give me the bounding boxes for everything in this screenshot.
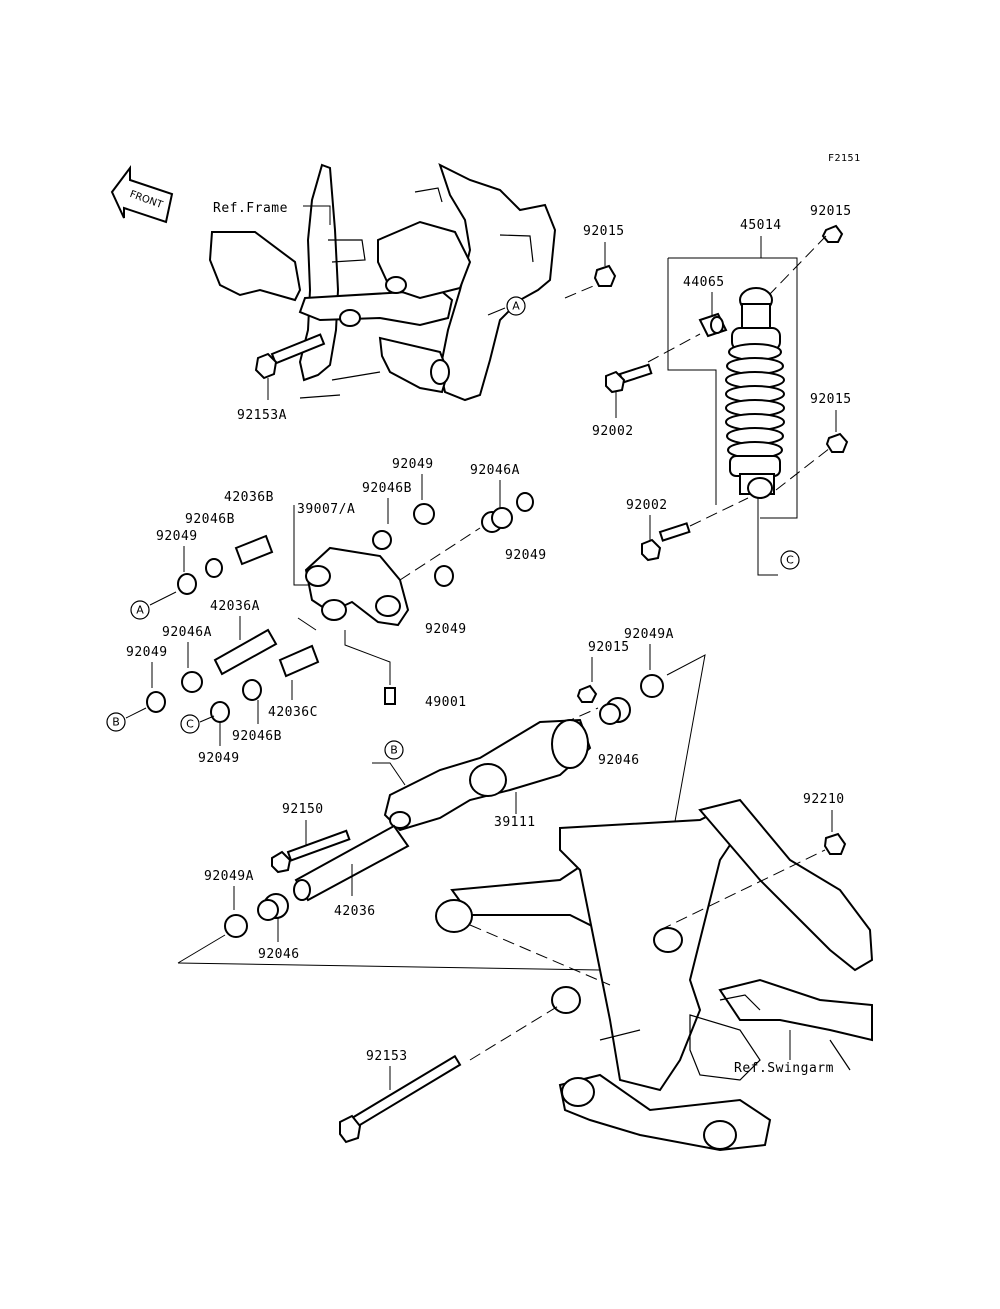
label-92210: 92210 xyxy=(803,792,845,807)
sleeve-42036 xyxy=(293,824,410,902)
label-92049-left: 92049 xyxy=(156,529,198,544)
label-92002-lower: 92002 xyxy=(626,498,668,513)
label-92049A-lower: 92049A xyxy=(204,869,254,884)
svg-text:B: B xyxy=(390,744,398,757)
label-92046B-left: 92046B xyxy=(185,512,235,527)
figure-code: F2151 xyxy=(828,153,861,164)
svg-text:A: A xyxy=(512,300,520,313)
label-92153: 92153 xyxy=(366,1049,408,1064)
label-42036B: 42036B xyxy=(224,490,274,505)
ref-tag-b-left xyxy=(106,712,126,732)
label-45014: 45014 xyxy=(740,218,782,233)
bolt-92002-lower xyxy=(641,522,691,562)
grease-nipple-49001 xyxy=(384,687,396,705)
seal-92049-far-left xyxy=(146,691,166,713)
label-92046-lower: 92046 xyxy=(258,947,300,962)
ref-tag-b-center xyxy=(384,740,404,760)
bearing-92046A-top xyxy=(481,507,513,533)
label-39111: 39111 xyxy=(494,815,536,830)
svg-text:B: B xyxy=(112,716,120,729)
bolt-92150 xyxy=(271,829,351,874)
label-92049-top: 92049 xyxy=(392,457,434,472)
label-92015-top-left: 92015 xyxy=(583,224,625,239)
bolt-92153A xyxy=(254,333,326,400)
bearing-92046B-lower xyxy=(242,679,262,701)
label-92049-far-left: 92049 xyxy=(126,645,168,660)
nut-92015-d xyxy=(576,684,598,703)
spacer-42036A xyxy=(213,628,278,676)
ref-swingarm-label: Ref.Swingarm xyxy=(734,1061,834,1076)
rocker-39111 xyxy=(383,718,592,832)
ref-tag-a-left xyxy=(130,600,150,620)
nut-92015-c xyxy=(825,432,849,453)
spacer-44065 xyxy=(698,312,728,338)
label-92015-lower: 92015 xyxy=(588,640,630,655)
ref-tag-a-top xyxy=(506,296,526,316)
seal-92049-left xyxy=(177,573,197,595)
ring-92049A-top xyxy=(640,674,664,698)
bearing-92046-lower xyxy=(257,893,289,921)
label-42036C: 42036C xyxy=(268,705,318,720)
label-42036A: 42036A xyxy=(210,599,260,614)
label-92046B-top: 92046B xyxy=(362,481,412,496)
spacer-42036C xyxy=(278,644,320,678)
bearing-92046B-left xyxy=(205,558,223,578)
label-92015-top-right: 92015 xyxy=(810,204,852,219)
label-39007A: 39007/A xyxy=(297,502,355,517)
spacer-42036B xyxy=(234,534,274,566)
shock-absorber-45014 xyxy=(725,287,785,499)
label-92046-upper: 92046 xyxy=(598,753,640,768)
seal-92049-lower xyxy=(210,701,230,723)
seal-92049-rocker-right xyxy=(434,565,454,587)
label-92049-lower: 92049 xyxy=(198,751,240,766)
ref-tag-c-left xyxy=(180,714,200,734)
svg-text:C: C xyxy=(786,554,794,567)
bearing-92046B-top xyxy=(372,530,392,550)
seal-92049-top xyxy=(413,503,435,525)
bolt-92153 xyxy=(339,1054,462,1144)
bolt-92002-upper xyxy=(605,363,653,418)
nut-92210 xyxy=(823,832,847,855)
nut-92015-b xyxy=(821,224,844,243)
label-92002-upper: 92002 xyxy=(592,424,634,439)
rocker-arm-39007A xyxy=(304,546,410,627)
label-92015-mid-right: 92015 xyxy=(810,392,852,407)
svg-text:C: C xyxy=(186,718,194,731)
label-92153A: 92153A xyxy=(237,408,287,423)
bearing-92046-upper xyxy=(599,697,631,725)
bearing-92046A-left xyxy=(181,671,203,693)
svg-text:A: A xyxy=(136,604,144,617)
label-92049-rocker: 92049 xyxy=(425,622,467,637)
label-92046B-lower: 92046B xyxy=(232,729,282,744)
front-arrow-icon: FRONT xyxy=(110,165,174,224)
label-92150: 92150 xyxy=(282,802,324,817)
frame-drawing xyxy=(208,163,557,402)
ref-tag-c-right xyxy=(780,550,800,570)
nut-92015-a xyxy=(593,264,617,287)
ref-frame-label: Ref.Frame xyxy=(213,201,288,216)
label-92049-right: 92049 xyxy=(505,548,547,563)
swingarm-drawing xyxy=(435,798,874,1152)
label-44065: 44065 xyxy=(683,275,725,290)
label-92046A-top: 92046A xyxy=(470,463,520,478)
label-42036: 42036 xyxy=(334,904,376,919)
seal-92049-right-top xyxy=(516,492,534,512)
label-92046A-left: 92046A xyxy=(162,625,212,640)
ring-92049A-lower xyxy=(224,914,248,938)
label-92049A-top: 92049A xyxy=(624,627,674,642)
label-49001: 49001 xyxy=(425,695,467,710)
